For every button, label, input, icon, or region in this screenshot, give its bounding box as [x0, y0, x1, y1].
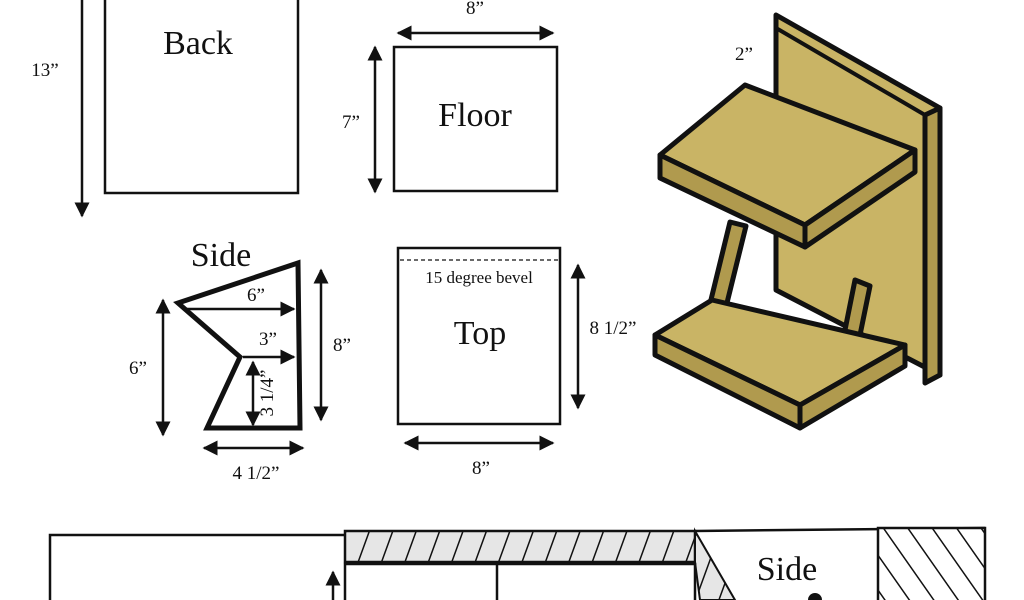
floor-height-label: 7”: [342, 112, 360, 133]
back-height-label: 13”: [31, 60, 58, 81]
side-front-height: 6”: [129, 358, 147, 379]
back-panel: Back 13”: [31, 0, 300, 218]
side-panel: Side 6” 3” 3 1/4” 8” 6” 4 1/2”: [129, 237, 351, 484]
overhang-label: 2”: [735, 44, 753, 65]
side-label: Side: [191, 237, 251, 274]
floor-label: Floor: [438, 97, 512, 134]
side-inner-height: 3 1/4”: [257, 370, 278, 417]
top-width: 8”: [472, 458, 490, 479]
section-view: Side: [48, 526, 987, 600]
top-panel: 15 degree bevel Top 8 1/2” 8”: [396, 246, 637, 479]
section-side-label: Side: [757, 551, 817, 588]
top-label: Top: [454, 315, 506, 352]
floor-panel: Floor 8” 7”: [342, 0, 559, 194]
side-height: 8”: [333, 335, 351, 356]
side-bottom-width: 4 1/2”: [233, 463, 280, 484]
side-top-width: 6”: [247, 285, 265, 306]
top-height: 8 1/2”: [590, 318, 637, 339]
side-mid-width: 3”: [259, 329, 277, 350]
floor-width-label: 8”: [466, 0, 484, 19]
assembly-view: 2”: [652, 12, 943, 431]
back-label: Back: [163, 25, 233, 62]
bevel-note: 15 degree bevel: [425, 268, 533, 287]
